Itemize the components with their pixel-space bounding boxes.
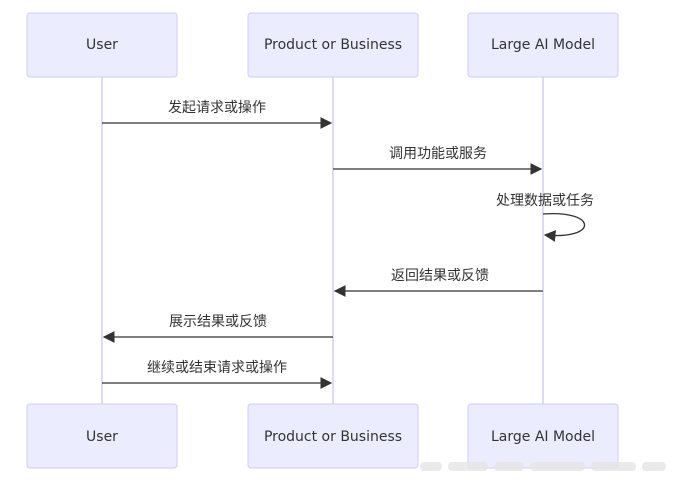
message-label: 发起请求或操作 — [168, 100, 266, 116]
actor-user-top: User — [26, 12, 178, 78]
actor-label: Product or Business — [264, 37, 402, 53]
actor-product-top: Product or Business — [247, 12, 419, 78]
message-label: 展示结果或反馈 — [169, 314, 267, 330]
actor-ai-bottom: Large AI Model — [467, 403, 619, 469]
actor-label: Large AI Model — [491, 429, 595, 445]
actor-label: User — [86, 37, 118, 53]
message-label: 处理数据或任务 — [496, 193, 594, 209]
message-label: 继续或结束请求或操作 — [147, 359, 287, 376]
actor-ai-top: Large AI Model — [467, 12, 619, 78]
watermark — [420, 462, 666, 471]
actor-label: Product or Business — [264, 429, 402, 445]
message-label: 返回结果或反馈 — [391, 268, 489, 284]
message-label: 调用功能或服务 — [389, 146, 487, 162]
actor-label: Large AI Model — [491, 37, 595, 53]
actor-label: User — [86, 429, 118, 445]
actor-user-bottom: User — [26, 403, 178, 469]
self-message-arrow — [542, 213, 586, 242]
actor-product-bottom: Product or Business — [247, 403, 419, 469]
